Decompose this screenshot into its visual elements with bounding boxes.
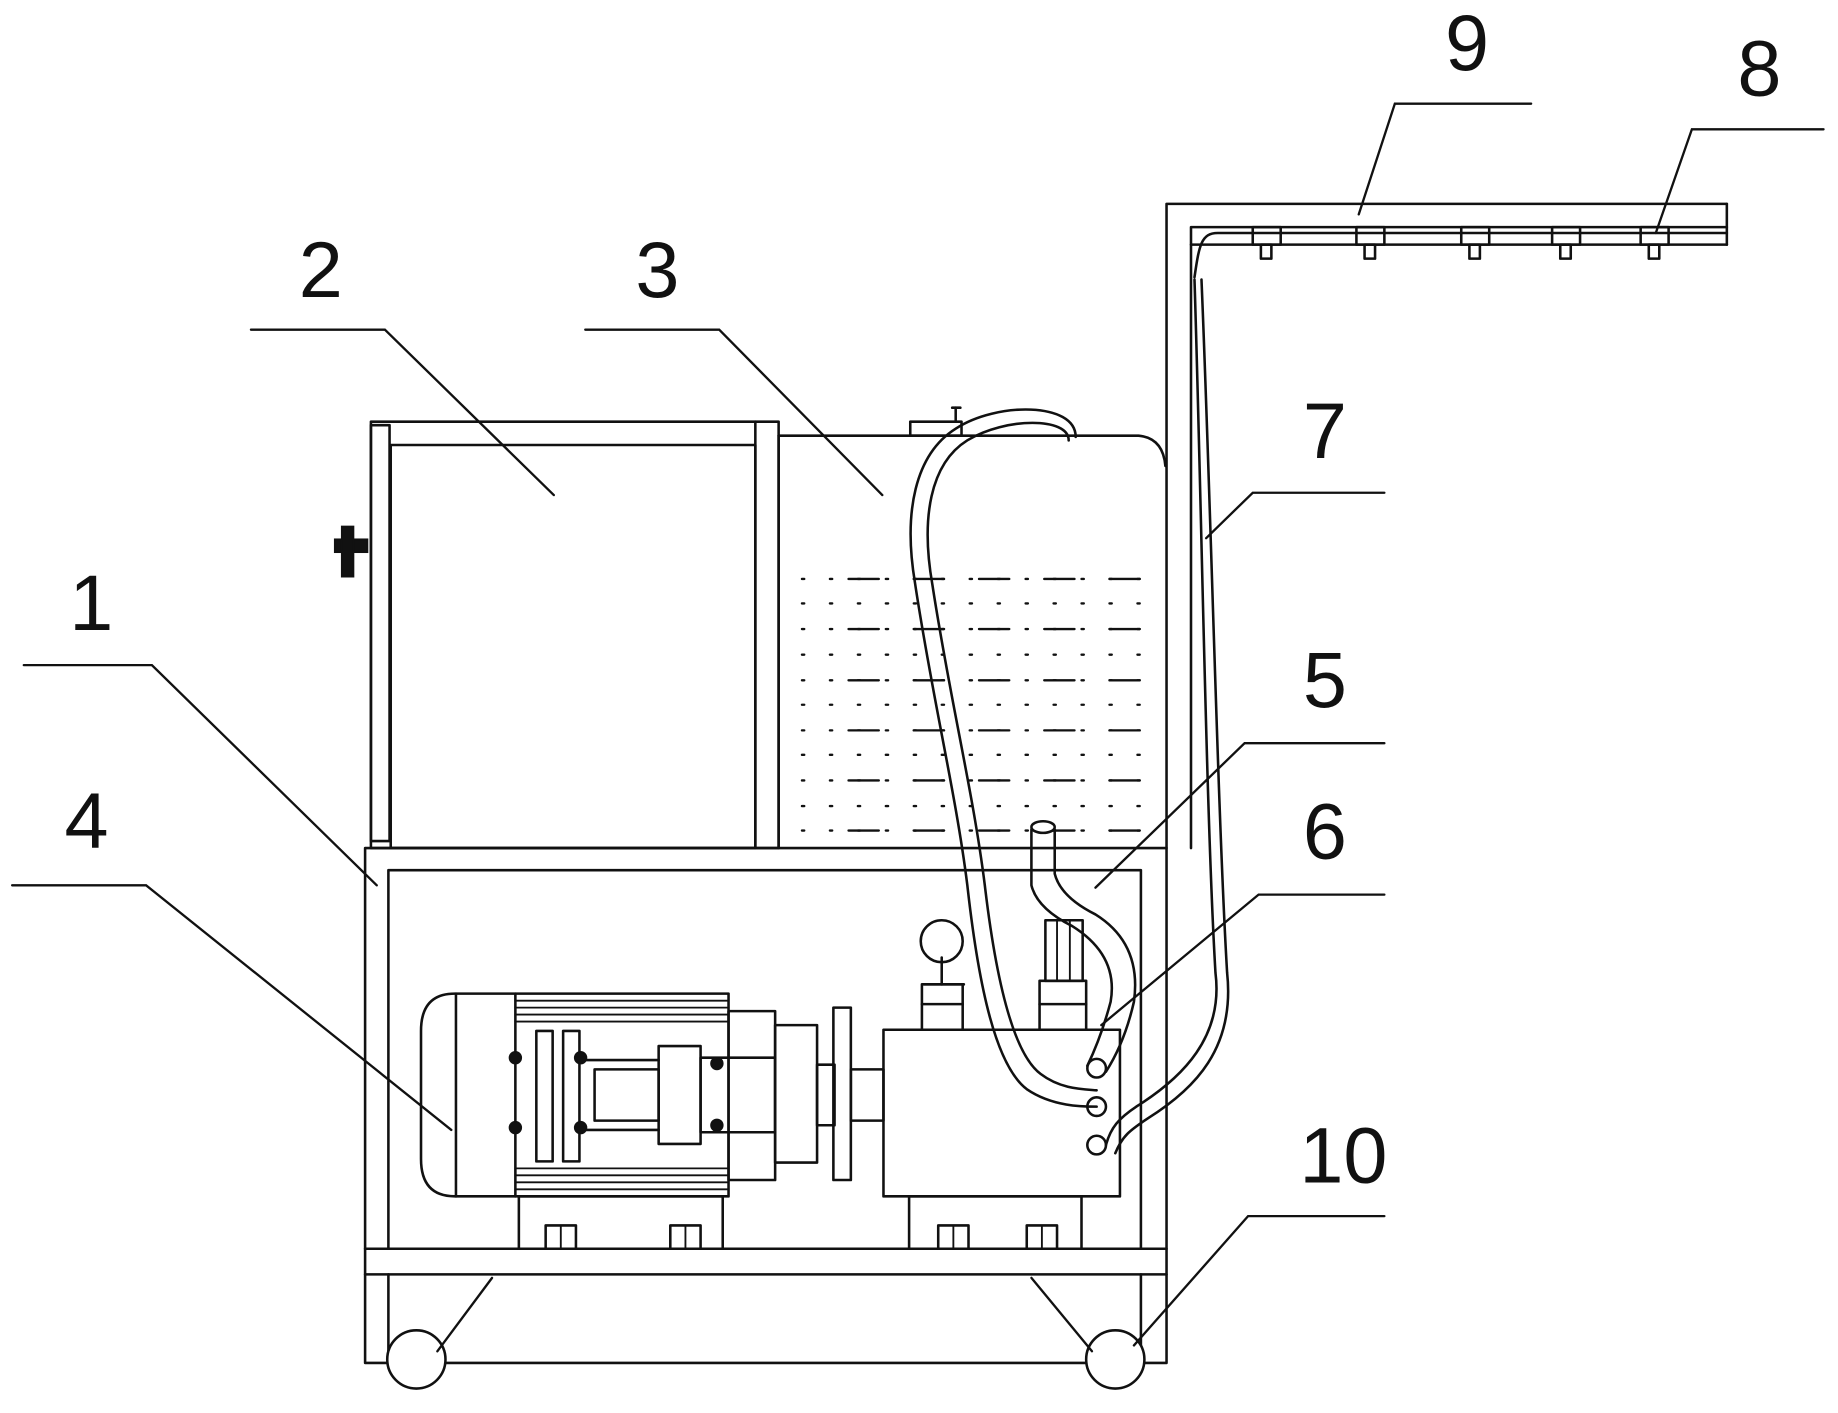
leader-5 [1094, 742, 1386, 889]
caster-wheels [385, 1329, 1146, 1390]
nozzle [1355, 225, 1386, 246]
leader-4 [10, 884, 453, 1132]
label-7: 7 [1303, 386, 1347, 475]
coupling [773, 1006, 885, 1182]
bolt-icon [508, 1120, 523, 1135]
nozzle [1639, 225, 1670, 246]
bolt-icon [710, 1056, 724, 1071]
leader-7 [1204, 491, 1386, 540]
tank-liquid [800, 577, 1157, 832]
motor-fins [514, 999, 730, 1191]
riser-pipe [1104, 202, 1729, 1155]
return-hose [909, 408, 1098, 1108]
label-8: 8 [1737, 24, 1781, 113]
leader-3 [584, 328, 884, 497]
spray-bar [1251, 225, 1670, 260]
leader-lines [10, 102, 1825, 1353]
liquid-tank [777, 406, 1167, 850]
pressure-gauge-icon [919, 918, 964, 964]
nozzle [1251, 225, 1282, 246]
port-icon [1086, 1057, 1108, 1079]
label-2: 2 [299, 225, 343, 314]
label-5: 5 [1303, 635, 1347, 724]
leader-8 [1654, 128, 1825, 235]
port-icon [1086, 1134, 1108, 1156]
wheel-left [385, 1329, 447, 1390]
label-6: 6 [1303, 787, 1347, 876]
label-1: 1 [69, 558, 113, 647]
leader-9 [1357, 102, 1533, 216]
suction-tube [1030, 819, 1137, 1073]
label-numbers: 1 2 3 4 5 6 7 8 9 10 [65, 0, 1782, 1199]
motor [419, 992, 777, 1251]
label-3: 3 [635, 225, 679, 314]
leader-6 [1100, 893, 1386, 1027]
wheel-right [1084, 1329, 1146, 1390]
bolt-icon [710, 1118, 724, 1132]
leader-1 [22, 663, 378, 887]
leader-2 [249, 328, 555, 497]
label-9: 9 [1445, 0, 1489, 87]
pump [882, 918, 1122, 1251]
nozzle [1550, 225, 1582, 246]
bolt-icon [573, 1051, 588, 1065]
nozzle [1459, 225, 1491, 246]
bolt-icon [573, 1120, 588, 1135]
label-10: 10 [1299, 1110, 1387, 1199]
label-4: 4 [65, 776, 109, 865]
control-cabinet [333, 420, 780, 850]
bolt-icon [508, 1051, 523, 1065]
leader-10 [1132, 1214, 1386, 1347]
